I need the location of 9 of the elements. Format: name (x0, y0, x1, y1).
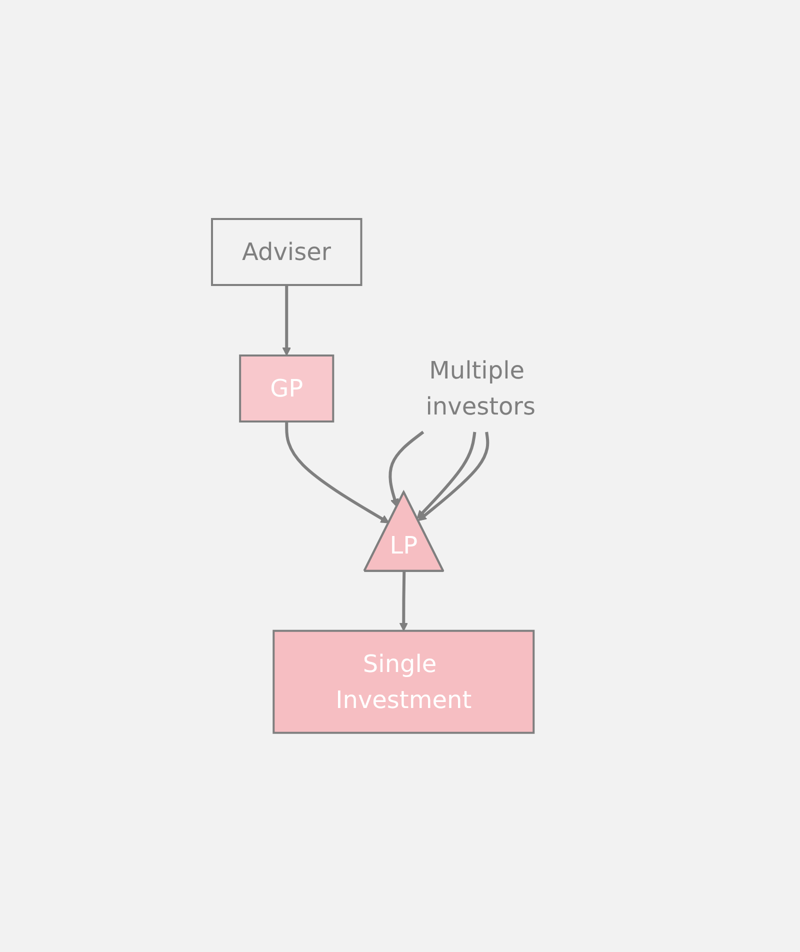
arrow (418, 432, 490, 522)
arrow (416, 432, 476, 519)
node-box: Single Investment (272, 630, 535, 734)
arrow (282, 285, 291, 356)
node-box: Adviser (210, 218, 362, 286)
arrow (388, 430, 424, 508)
node-text: Multiple investors (426, 356, 536, 421)
arrow (399, 571, 408, 632)
arrow (285, 422, 390, 524)
